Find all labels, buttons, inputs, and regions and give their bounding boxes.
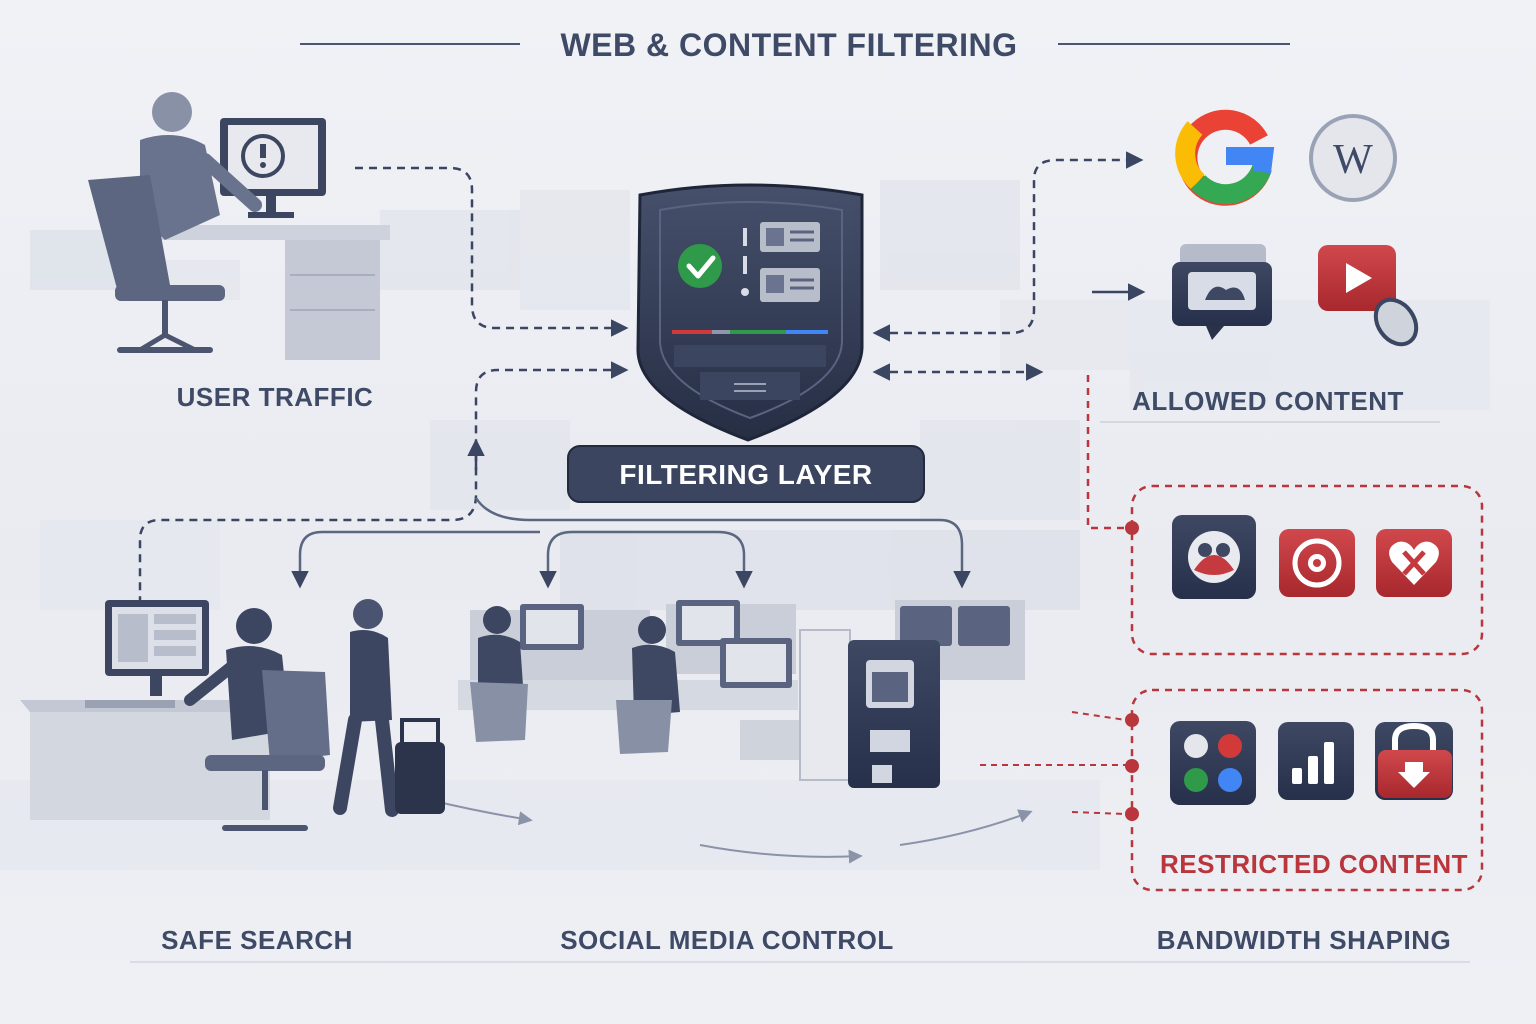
- filtering-layer-label: FILTERING LAYER: [619, 459, 872, 490]
- worker-2-head: [638, 616, 666, 644]
- restricted-content-label: RESTRICTED CONTENT: [1160, 849, 1468, 879]
- user-traffic-label: USER TRAFFIC: [177, 382, 374, 412]
- restricted-frame-top: [1130, 484, 1484, 656]
- social-media-branch: [539, 530, 753, 589]
- walking-person-head: [353, 599, 383, 629]
- office-chair: [88, 175, 170, 300]
- bandwidth-bars-icon: [1278, 722, 1354, 800]
- user-to-filter-line: [355, 166, 629, 337]
- connectors: [138, 151, 1146, 864]
- safe-search-label: SAFE SEARCH: [161, 925, 353, 955]
- filter-to-restricted-line: [1086, 375, 1130, 530]
- restricted-node-3: [1125, 807, 1139, 821]
- restricted-box-top: [1125, 484, 1484, 656]
- title-group: WEB & CONTENT FILTERING: [300, 27, 1290, 63]
- bandwidth-branch: [474, 497, 971, 589]
- wikipedia-glyph: W: [1333, 137, 1373, 183]
- wikipedia-logo-icon: W: [1309, 114, 1397, 202]
- safe-search-loop-line: [138, 361, 629, 605]
- padlock-icon: [1375, 722, 1453, 800]
- video-play-icon: [1318, 245, 1419, 347]
- filtering-shield: [636, 183, 864, 442]
- filtering-layer-badge: FILTERING LAYER: [567, 445, 925, 503]
- desk-drawers: [285, 240, 380, 360]
- restricted-box-bottom: RESTRICTED CONTENT: [1125, 688, 1484, 892]
- safe-search-user-head: [236, 608, 272, 644]
- page-title: WEB & CONTENT FILTERING: [560, 27, 1017, 63]
- allowed-content-group: W ALLOWED CONTENT: [1100, 109, 1440, 423]
- safe-search-chair: [262, 670, 330, 762]
- allowed-content-label: ALLOWED CONTENT: [1132, 386, 1404, 416]
- restricted-lead-bottom: [1071, 811, 1127, 815]
- floor-arrow-2: [699, 844, 863, 864]
- google-logo-icon: [1175, 109, 1275, 206]
- shield-body: [636, 183, 864, 442]
- restricted-frame-bottom: [1130, 688, 1484, 892]
- walking-person-body: [350, 630, 392, 722]
- safe-search-scene: SAFE SEARCH: [20, 599, 445, 955]
- social-media-scene: SOCIAL MEDIA CONTROL: [458, 600, 1025, 955]
- restricted-lead-top: [1071, 711, 1127, 721]
- social-apps-icon: [1170, 721, 1256, 805]
- gaming-controller-icon: [1172, 515, 1256, 599]
- suitcase-icon: [395, 742, 445, 814]
- user-traffic-scene: USER TRAFFIC: [88, 92, 390, 412]
- filtering-layer-pill: [567, 445, 925, 503]
- desk-top: [150, 225, 390, 240]
- mouse-cursor-icon: [1373, 297, 1419, 347]
- restricted-node-2: [1125, 759, 1139, 773]
- warning-screen-icon: [241, 134, 285, 178]
- safe-search-branch: [291, 530, 540, 589]
- media-chat-icon: [1172, 244, 1272, 340]
- floor-arrow-3: [899, 809, 1033, 846]
- bandwidth-shaping-label: BANDWIDTH SHAPING: [1157, 925, 1452, 955]
- restricted-node-top: [1125, 521, 1139, 535]
- worker-1-head: [483, 606, 511, 634]
- social-media-control-label: SOCIAL MEDIA CONTROL: [560, 925, 894, 955]
- blocked-circle-icon: [1279, 529, 1355, 597]
- check-icon: [678, 244, 722, 288]
- user-head: [152, 92, 192, 132]
- restricted-node-1: [1125, 713, 1139, 727]
- blocked-heart-icon: [1376, 529, 1452, 597]
- filter-to-allowed-line: [872, 151, 1144, 342]
